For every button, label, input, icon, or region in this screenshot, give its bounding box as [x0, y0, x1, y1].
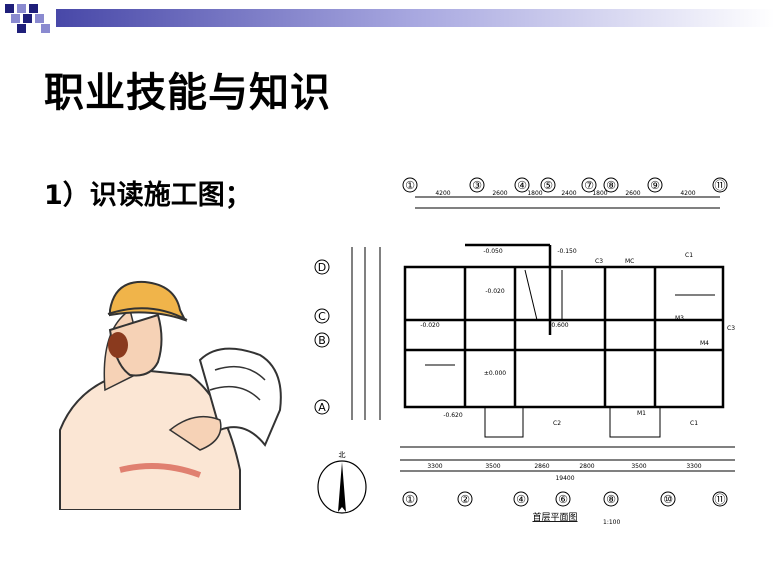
- room-label: M4: [700, 340, 709, 347]
- axis-label-left: B: [318, 334, 326, 347]
- elevation-label: -0.050: [483, 248, 503, 255]
- axis-label-top: ①: [405, 179, 415, 192]
- room-label: C1: [685, 252, 693, 259]
- header-square: [41, 24, 50, 33]
- header-square: [17, 24, 26, 33]
- dim-top: 1800: [527, 190, 542, 197]
- header-square: [23, 14, 32, 23]
- drawing-scale: 1:100: [603, 519, 620, 526]
- dim-top: 2400: [561, 190, 576, 197]
- axis-label-left: A: [318, 401, 326, 414]
- axis-label-top: ⑦: [584, 179, 594, 192]
- dim-bottom: 3300: [427, 463, 442, 470]
- axis-label-top: ⑨: [650, 179, 660, 192]
- header-square: [35, 14, 44, 23]
- axis-label-bottom: ④: [516, 493, 526, 506]
- axis-label-bottom: ⑩: [663, 493, 673, 506]
- bullet-item: 1）识读施工图；: [44, 180, 252, 211]
- header-square: [11, 14, 20, 23]
- header-decoration: [5, 4, 775, 33]
- dim-top: 1800: [592, 190, 607, 197]
- header-gradient-bar: [56, 9, 775, 27]
- room-label: C1: [690, 420, 698, 427]
- room-label: C3: [595, 258, 603, 265]
- room-label: M1: [637, 410, 646, 417]
- dim-bottom: 3300: [686, 463, 701, 470]
- axis-label-top: ⑪: [715, 179, 726, 192]
- room-label: M3: [675, 315, 684, 322]
- axis-label-left: C: [318, 310, 326, 323]
- dim-bottom: 2860: [534, 463, 549, 470]
- room-label: C3: [727, 325, 735, 332]
- axis-label-top: ⑧: [606, 179, 616, 192]
- drawing-title: 首层平面图: [532, 511, 577, 523]
- slide-title: 职业技能与知识: [44, 70, 331, 116]
- axis-label-left: D: [318, 261, 326, 274]
- dim-total: 19400: [555, 475, 574, 482]
- dim-bottom: 3500: [631, 463, 646, 470]
- north-arrow: 北: [317, 451, 367, 514]
- floor-plan-drawing: ① ③ ④ ⑤ ⑦ ⑧ ⑨ ⑪ ① ② ④ ⑥ ⑧ ⑩ ⑪ D C B A 42…: [314, 177, 735, 526]
- elevation-label: -0.620: [443, 412, 463, 419]
- axis-label-bottom: ⑪: [715, 493, 726, 506]
- dim-top: 2600: [492, 190, 507, 197]
- room-label: MC: [625, 258, 634, 265]
- dim-bottom: 2800: [579, 463, 594, 470]
- elevation-label: -0.150: [557, 248, 577, 255]
- axis-label-top: ③: [472, 179, 482, 192]
- elevation-label: -0.020: [485, 288, 505, 295]
- header-square: [5, 4, 14, 13]
- room-label: C2: [553, 420, 561, 427]
- axis-label-bottom: ⑧: [606, 493, 616, 506]
- dim-bottom: 3500: [485, 463, 500, 470]
- elevation-label: 0.600: [551, 322, 568, 329]
- axis-label-top: ⑤: [543, 179, 553, 192]
- dim-top: 4200: [680, 190, 695, 197]
- elevation-label: -0.020: [420, 322, 440, 329]
- dim-top: 2600: [625, 190, 640, 197]
- worker-illustration: [59, 280, 282, 510]
- north-label: 北: [339, 451, 346, 459]
- dim-top: 4200: [435, 190, 450, 197]
- header-square: [29, 4, 38, 13]
- axis-label-top: ④: [517, 179, 527, 192]
- header-square: [17, 4, 26, 13]
- axis-label-bottom: ①: [405, 493, 415, 506]
- axis-label-bottom: ⑥: [558, 493, 568, 506]
- elevation-label: ±0.000: [484, 370, 506, 377]
- axis-label-bottom: ②: [460, 493, 470, 506]
